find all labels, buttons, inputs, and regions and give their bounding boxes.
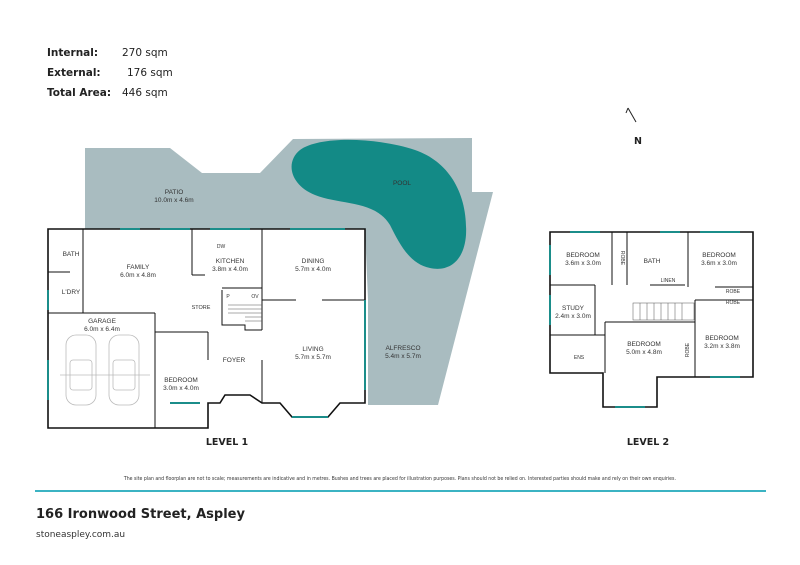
alfresco-size: 5.4m x 5.7m: [385, 353, 421, 360]
robe-tl-label: ROBE: [619, 251, 625, 266]
bedroom-tr-label: BEDROOM: [702, 252, 736, 259]
ldry-label: L'DRY: [62, 289, 81, 296]
pantry-label: P: [226, 294, 230, 300]
kitchen-size: 3.8m x 4.0m: [212, 266, 248, 273]
kitchen-label: KITCHEN: [216, 258, 245, 265]
family-size: 6.0m x 4.8m: [120, 272, 156, 279]
oven-label: OV: [251, 294, 259, 300]
car-icon: [65, 334, 97, 406]
dining-label: DINING: [302, 258, 325, 265]
level2-walls: [550, 232, 753, 377]
patio-size: 10.0m x 4.6m: [154, 197, 193, 204]
garage-size: 6.0m x 6.4m: [84, 326, 120, 333]
property-address: 166 Ironwood Street, Aspley: [36, 507, 245, 522]
divider: [35, 490, 766, 492]
website-link[interactable]: stoneaspley.com.au: [36, 530, 126, 540]
level1-stairs: [228, 304, 262, 322]
living-label: LIVING: [302, 346, 323, 353]
pool-label: POOL: [393, 180, 411, 187]
total-area: Total Area: 446 sqm: [47, 87, 168, 99]
store-label: STORE: [192, 305, 211, 311]
bedroom-r-label: BEDROOM: [705, 335, 739, 342]
study-label: STUDY: [562, 305, 585, 312]
level2-title: LEVEL 2: [627, 437, 669, 448]
study-size: 2.4m x 3.0m: [555, 313, 591, 320]
bedroom-tr-size: 3.6m x 3.0m: [701, 260, 737, 267]
level2-windows: [549, 231, 740, 408]
car-icon: [108, 334, 140, 406]
dining-size: 5.7m x 4.0m: [295, 266, 331, 273]
bedroom-tl-label: BEDROOM: [566, 252, 600, 259]
living-size: 5.7m x 5.7m: [295, 354, 331, 361]
total-value: 446 sqm: [122, 87, 168, 99]
bedroom-size: 3.0m x 4.0m: [163, 385, 199, 392]
internal-area: Internal: 270 sqm: [47, 47, 168, 59]
l2-bath-label: BATH: [644, 258, 661, 265]
ens-label: ENS: [574, 355, 585, 361]
bedroom-r-size: 3.2m x 3.8m: [704, 343, 740, 350]
bedroom-c-size: 5.0m x 4.8m: [626, 349, 662, 356]
robe-c-label: ROBE: [685, 342, 691, 357]
bedroom-c-label: BEDROOM: [627, 341, 661, 348]
internal-value: 270 sqm: [122, 47, 168, 59]
family-label: FAMILY: [127, 264, 150, 271]
bedroom-tl-size: 3.6m x 3.0m: [565, 260, 601, 267]
garage-label: GARAGE: [88, 318, 116, 325]
level1-title: LEVEL 1: [206, 437, 248, 448]
external-area: External: 176 sqm: [47, 67, 173, 79]
alfresco-label: ALFRESCO: [385, 345, 420, 352]
pool: [291, 139, 467, 269]
linen-label: LINEN: [661, 278, 676, 284]
bath-label: BATH: [63, 251, 80, 258]
bedroom-label: BEDROOM: [164, 377, 198, 384]
foyer-label: FOYER: [223, 357, 246, 364]
level2-house: [549, 231, 754, 408]
patio-label: PATIO: [165, 189, 184, 196]
robe-r1-label: ROBE: [726, 289, 741, 295]
external-label: External:: [47, 67, 101, 79]
level2-stairs: [632, 302, 695, 321]
internal-label: Internal:: [47, 47, 99, 59]
compass-label: N: [634, 136, 642, 147]
disclaimer: The site plan and floorplan are not to s…: [123, 476, 676, 482]
total-label: Total Area:: [47, 87, 112, 99]
external-value: 176 sqm: [127, 67, 173, 79]
north-arrow-icon: [625, 107, 637, 123]
dw-label: DW: [217, 244, 226, 250]
level1-windows: [47, 228, 366, 418]
robe-r2-label: ROBE: [726, 300, 741, 306]
